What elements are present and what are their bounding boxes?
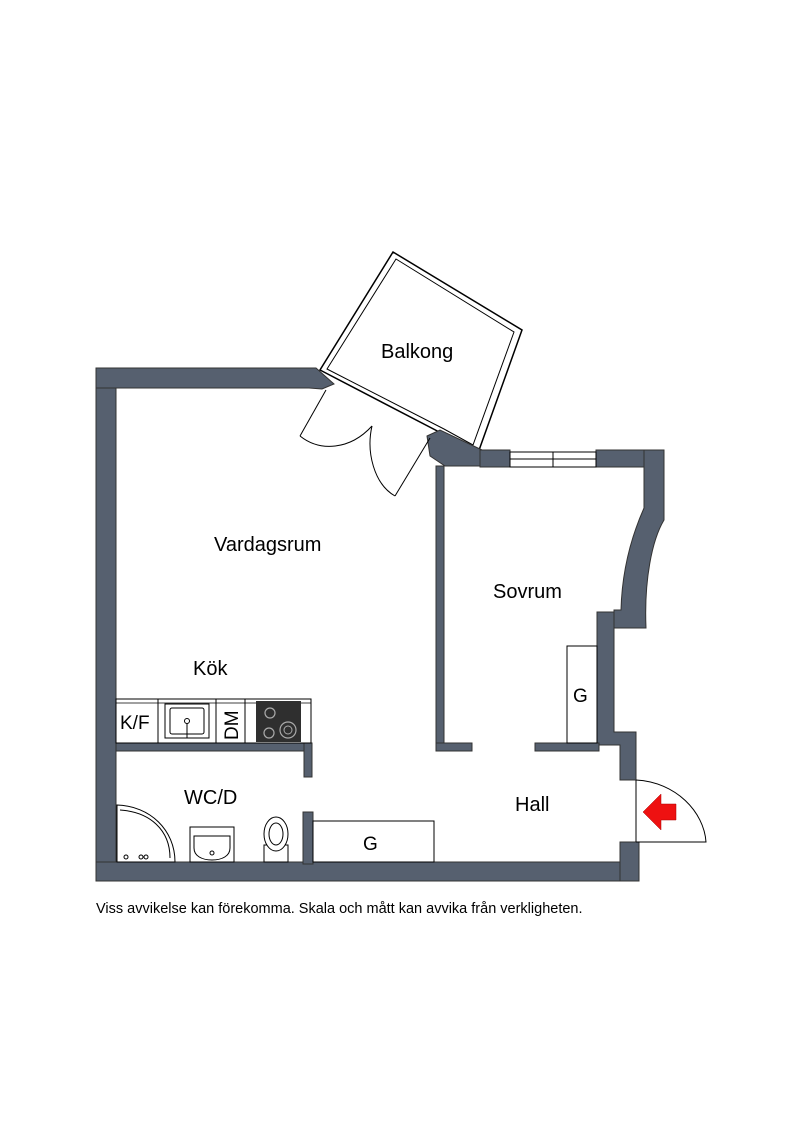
closet-bedroom	[566, 645, 598, 744]
walls	[95, 367, 665, 882]
toilet	[263, 816, 289, 863]
shower	[116, 804, 176, 863]
label-kitchen: Kök	[193, 658, 228, 680]
label-bedroom: Sovrum	[493, 581, 562, 603]
label-living-room: Vardagsrum	[214, 534, 321, 556]
closet-hall	[312, 820, 435, 863]
label-hall: Hall	[515, 794, 549, 816]
balcony-door	[299, 389, 431, 497]
disclaimer-text: Viss avvikelse kan förekomma. Skala och …	[96, 901, 583, 917]
label-balcony: Balkong	[381, 341, 453, 363]
label-fridge-freezer: K/F	[120, 713, 150, 734]
label-closet-hall: G	[363, 834, 378, 855]
kitchen-counter	[115, 698, 312, 744]
label-bathroom: WC/D	[184, 787, 237, 809]
label-dishwasher: DM	[222, 710, 243, 740]
label-closet-bedroom: G	[573, 686, 588, 707]
entrance-arrow-icon	[642, 793, 677, 831]
entrance-door	[635, 779, 707, 843]
washbasin	[189, 826, 235, 863]
bedroom-window	[509, 451, 597, 468]
